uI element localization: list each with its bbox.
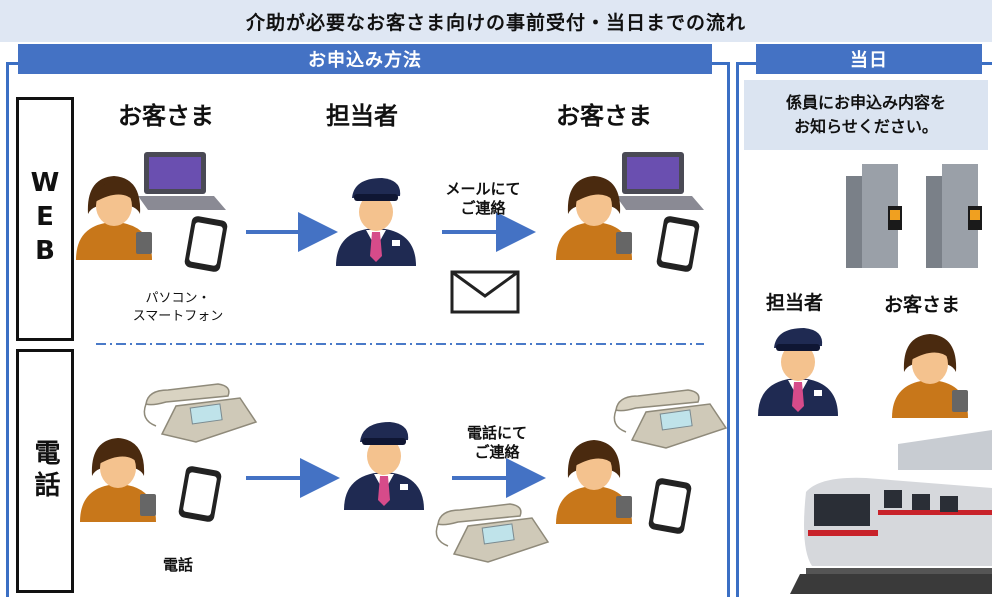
- desk-phone-icon: [435, 503, 549, 563]
- same-day-notice: 係員にお申込み内容を お知らせください。: [744, 80, 988, 150]
- phone-contact-line-2: ご連絡: [474, 443, 520, 461]
- staff-icon: [758, 328, 838, 416]
- same-day-customer-label: お客さま: [884, 294, 961, 316]
- title-text: 介助が必要なお客さま向けの事前受付・当日までの流れ: [245, 11, 746, 34]
- customer-icon: [556, 176, 632, 260]
- customer-icon: [556, 440, 632, 524]
- phone-contact-label: 電話にて ご連絡: [442, 424, 552, 462]
- column-header-customer-2: お客さま: [556, 102, 652, 130]
- row-label-phone: 電話: [16, 349, 74, 593]
- laptop-icon: [138, 152, 226, 210]
- customer-icon: [76, 176, 152, 260]
- application-method-header: お申込み方法: [18, 44, 712, 74]
- row-label-web: WEB: [16, 97, 74, 341]
- mail-icon: [450, 270, 520, 314]
- staff-icon: [344, 422, 424, 510]
- column-header-staff: 担当者: [326, 102, 398, 130]
- row-label-web-text: WEB: [30, 168, 60, 270]
- phone-contact-line-1: 電話にて: [466, 424, 527, 442]
- customer-icon: [80, 438, 156, 522]
- row-label-phone-text: 電話: [30, 439, 60, 503]
- same-day-title: 当日: [850, 50, 888, 71]
- web-device-caption-line-1: パソコン・: [145, 291, 211, 306]
- smartphone-icon: [183, 215, 229, 273]
- same-day-header: 当日: [756, 44, 982, 74]
- email-contact-label: メールにて ご連絡: [428, 180, 538, 218]
- train-icon: [790, 430, 992, 594]
- same-day-staff-label: 担当者: [766, 292, 824, 314]
- smartphone-icon: [655, 215, 701, 273]
- phone-device-caption-text: 電話: [162, 556, 193, 574]
- email-contact-line-2: ご連絡: [460, 199, 506, 217]
- application-method-title: お申込み方法: [308, 50, 422, 71]
- phone-device-caption: 電話: [138, 556, 218, 574]
- email-contact-line-1: メールにて: [445, 180, 521, 198]
- column-header-customer-1: お客さま: [118, 102, 214, 130]
- same-day-notice-line-1: 係員にお申込み内容を: [785, 93, 946, 112]
- web-device-caption: パソコン・ スマートフォン: [118, 290, 238, 326]
- same-day-notice-line-2: お知らせください。: [794, 117, 938, 136]
- desk-phone-icon: [613, 389, 727, 449]
- customer-icon: [892, 334, 968, 418]
- web-device-caption-line-2: スマートフォン: [132, 309, 224, 324]
- ticket-gate-icon: [846, 164, 982, 268]
- desk-phone-icon: [143, 383, 257, 443]
- page-title: 介助が必要なお客さま向けの事前受付・当日までの流れ: [0, 0, 992, 42]
- laptop-icon: [616, 152, 704, 210]
- smartphone-icon: [647, 477, 693, 535]
- smartphone-icon: [177, 465, 223, 523]
- staff-icon: [336, 178, 416, 266]
